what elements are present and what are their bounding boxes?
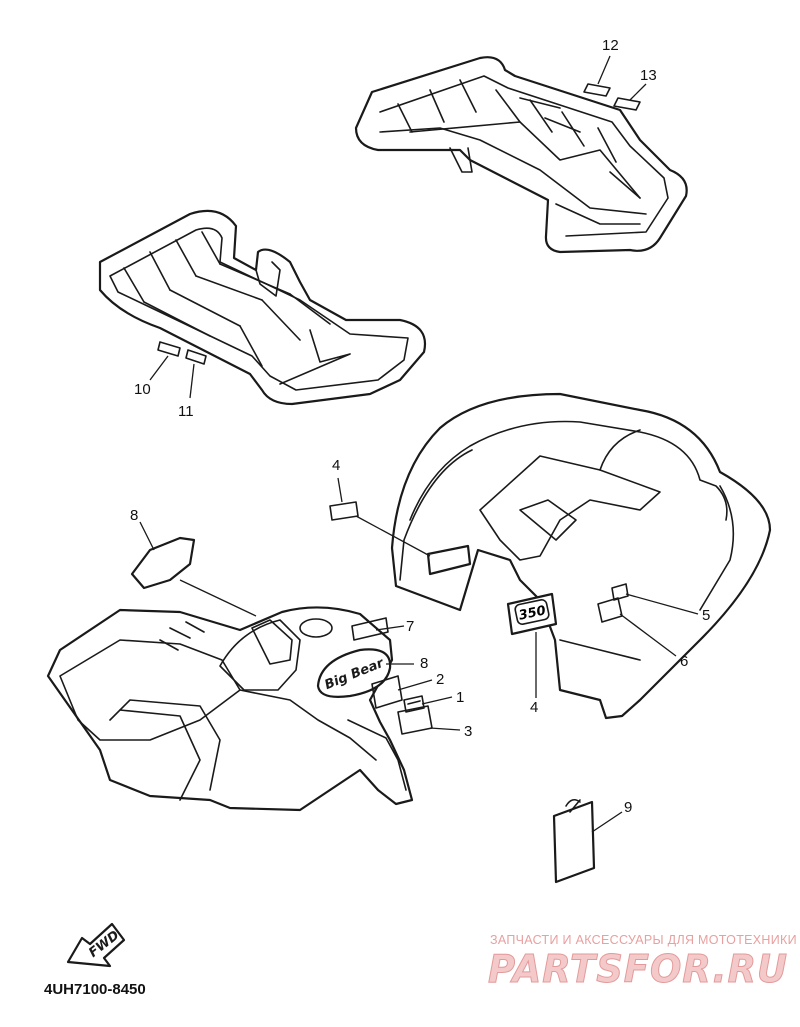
decal-350-text: 350	[517, 603, 547, 623]
decal-13	[613, 97, 641, 111]
callout-2: 2	[436, 671, 444, 688]
rear-fender	[390, 392, 772, 720]
callout-1: 1	[456, 689, 464, 706]
callout-11: 11	[178, 403, 194, 420]
decal-350: 350	[506, 592, 558, 636]
callout-8b: 8	[420, 655, 428, 672]
warning-label-9	[552, 798, 596, 884]
leader-8a-link	[179, 579, 257, 617]
front-carrier-rack	[98, 209, 427, 406]
front-fender	[46, 606, 414, 812]
callout-3: 3	[464, 723, 472, 740]
callout-7: 7	[406, 618, 414, 635]
decal-2	[371, 675, 403, 709]
callout-9: 9	[624, 799, 632, 816]
leader-3	[429, 727, 461, 731]
decal-11	[185, 349, 207, 365]
callout-10: 10	[134, 381, 151, 398]
watermark: ЗАПЧАСТИ И АКСЕССУАРЫ ДЛЯ МОТОТЕХНИКИ PA…	[488, 933, 797, 992]
leader-9	[591, 811, 623, 833]
diagram-code: 4UH7100-8450	[44, 981, 146, 998]
callout-13: 13	[640, 67, 657, 84]
leader-5	[625, 593, 699, 615]
leader-8a	[139, 521, 155, 551]
leader-6	[619, 613, 677, 657]
decal-7	[351, 617, 389, 641]
decal-12	[583, 83, 611, 97]
leader-4a	[337, 477, 343, 503]
watermark-tagline: ЗАПЧАСТИ И АКСЕССУАРЫ ДЛЯ МОТОТЕХНИКИ	[490, 933, 797, 947]
rear-carrier-rack	[354, 56, 688, 254]
watermark-brand: PARTSFOR.RU	[488, 947, 788, 991]
leader-13	[629, 83, 647, 101]
leader-12	[597, 55, 611, 85]
leader-7	[375, 625, 405, 631]
decal-5	[611, 583, 629, 601]
callout-12: 12	[602, 37, 619, 54]
callout-8a: 8	[130, 507, 138, 524]
fwd-arrow-icon: FWD	[66, 922, 126, 968]
decal-10	[157, 341, 181, 357]
leader-2	[397, 679, 433, 691]
callout-4a: 4	[332, 457, 340, 474]
leader-11	[189, 363, 195, 399]
leader-4a-link	[355, 515, 431, 557]
callout-4b: 4	[530, 699, 538, 716]
decal-1	[403, 695, 425, 713]
emblem-8-top	[130, 536, 196, 590]
decal-4-fender	[329, 501, 472, 576]
callout-5: 5	[702, 607, 710, 624]
leader-10	[149, 355, 169, 381]
callout-6: 6	[680, 653, 688, 670]
leader-1	[421, 696, 453, 705]
